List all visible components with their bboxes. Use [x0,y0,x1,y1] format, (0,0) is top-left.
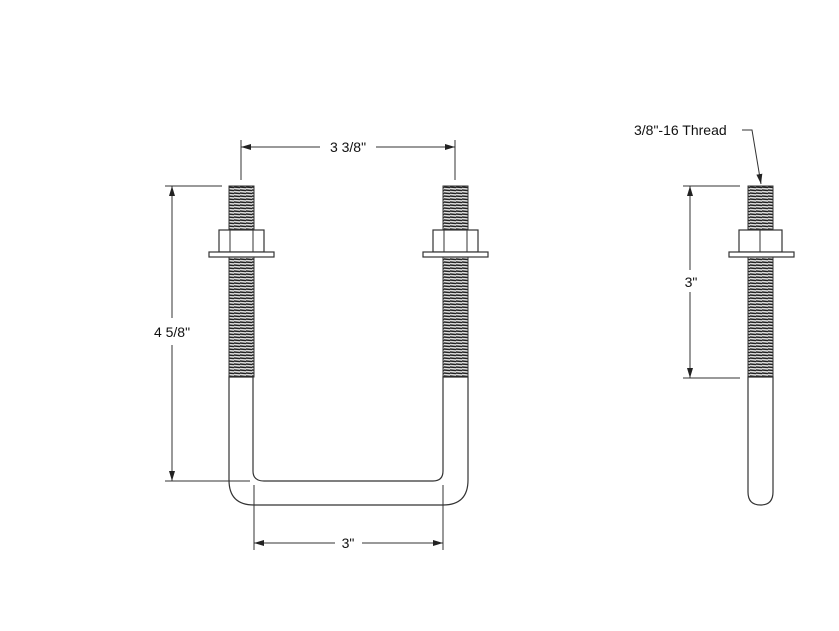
front-view: 3 3/8" 4 5/8" 3" [154,139,489,551]
right-thread [442,185,469,378]
thread-callout-label: 3/8"-16 Thread [634,122,727,138]
thread-length-label: 3" [685,274,698,290]
dimension-height: 4 5/8" [154,185,250,482]
left-nut [218,229,265,253]
inside-width-label: 3" [342,535,355,551]
dimension-inside-width: 3" [253,485,444,551]
dimension-thread-length: 3" [683,185,740,379]
left-washer [208,251,275,258]
dimension-overall-width: 3 3/8" [240,139,456,180]
side-rod-body [747,376,774,506]
side-view: 3" 3/8"-16 Thread [634,122,795,506]
right-nut [432,229,479,253]
side-thread [747,185,774,378]
left-thread [228,185,255,378]
overall-width-label: 3 3/8" [330,139,366,155]
right-washer [422,251,489,258]
height-label: 4 5/8" [154,324,190,340]
thread-callout: 3/8"-16 Thread [634,122,763,185]
side-nut [738,229,783,253]
u-bolt-body [228,376,469,506]
side-washer [728,251,795,258]
